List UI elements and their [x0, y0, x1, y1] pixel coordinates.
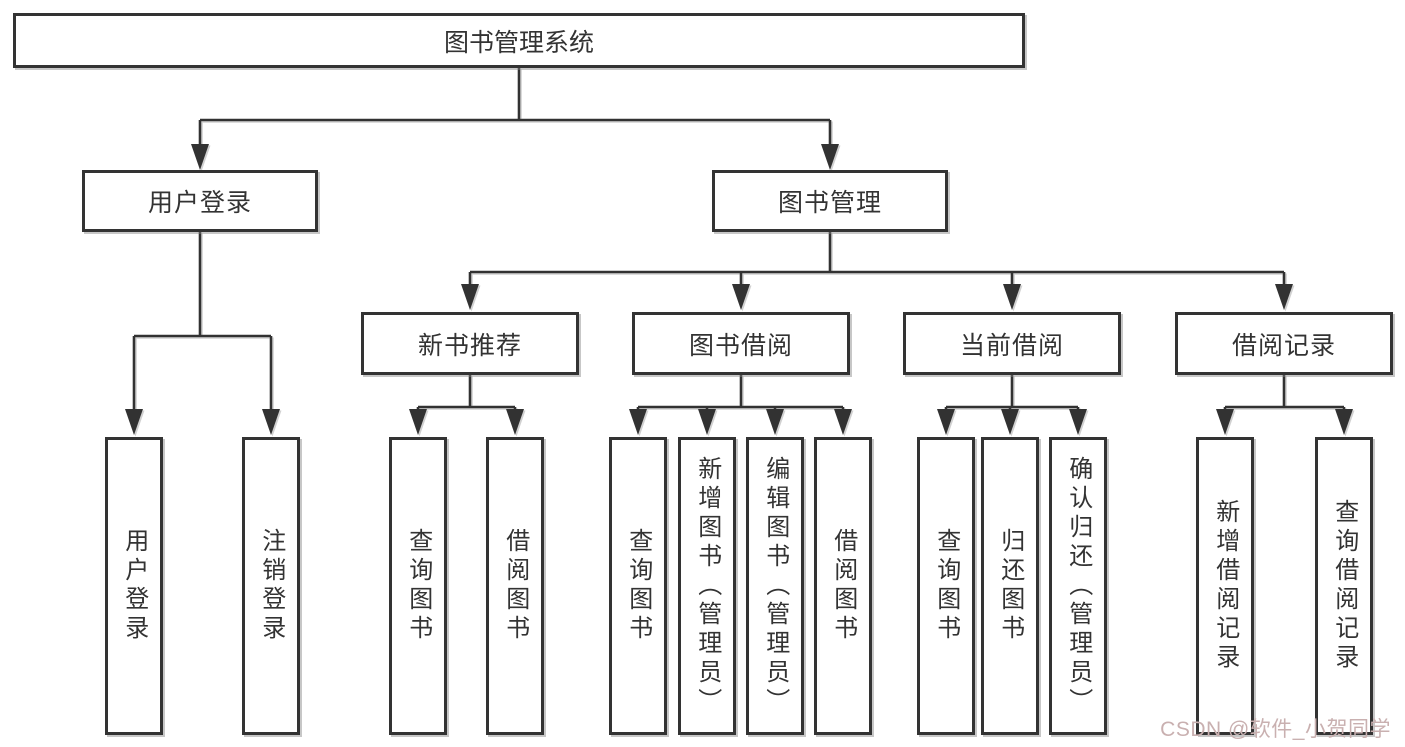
node-label: 借阅记录 — [1231, 331, 1336, 360]
node-label: 图书管理系统 — [443, 28, 594, 57]
leaf-query-books-current: 查询图书 — [917, 437, 975, 735]
node-label: 查询图书 — [624, 528, 652, 644]
node-user-login: 用户登录 — [82, 170, 318, 232]
leaf-logout: 注销登录 — [242, 437, 300, 735]
leaf-query-books-recommend: 查询图书 — [389, 437, 447, 735]
node-label: 查询借阅记录 — [1330, 499, 1358, 673]
node-label: 图书管理 — [777, 189, 882, 217]
node-label: 当前借阅 — [959, 331, 1064, 360]
node-label: 用户登录 — [120, 528, 148, 644]
leaf-borrow-books-recommend: 借阅图书 — [486, 437, 544, 735]
node-label: 编辑图书（管理员） — [761, 455, 789, 717]
leaf-borrow-books: 借阅图书 — [814, 437, 872, 735]
leaf-confirm-return-admin: 确认归还（管理员） — [1049, 437, 1107, 735]
csdn-watermark: CSDN @软件_小贺同学 — [1160, 718, 1391, 741]
node-label: 查询图书 — [932, 528, 960, 644]
node-current-borrow: 当前借阅 — [903, 312, 1121, 375]
node-book-borrow: 图书借阅 — [632, 312, 850, 375]
node-label: 注销登录 — [257, 528, 285, 644]
node-borrow-records: 借阅记录 — [1175, 312, 1393, 375]
node-book-management: 图书管理 — [712, 170, 948, 232]
node-new-book-recommend: 新书推荐 — [361, 312, 579, 375]
node-library-management-system: 图书管理系统 — [13, 13, 1025, 68]
node-label: 新书推荐 — [417, 331, 522, 360]
leaf-return-books: 归还图书 — [981, 437, 1039, 735]
leaf-edit-books-admin: 编辑图书（管理员） — [746, 437, 804, 735]
node-label: 查询图书 — [404, 528, 432, 644]
leaf-user-login: 用户登录 — [105, 437, 163, 735]
node-label: 用户登录 — [147, 189, 252, 217]
leaf-add-books-admin: 新增图书（管理员） — [678, 437, 736, 735]
node-label: 新增图书（管理员） — [693, 455, 721, 717]
node-label: 归还图书 — [996, 528, 1024, 644]
node-label: 借阅图书 — [829, 528, 857, 644]
leaf-query-books: 查询图书 — [609, 437, 667, 735]
node-label: 图书借阅 — [688, 331, 793, 360]
leaf-query-borrow-record: 查询借阅记录 — [1315, 437, 1373, 735]
leaf-add-borrow-record: 新增借阅记录 — [1196, 437, 1254, 735]
node-label: 新增借阅记录 — [1211, 499, 1239, 673]
node-label: 确认归还（管理员） — [1064, 455, 1092, 717]
node-label: 借阅图书 — [501, 528, 529, 644]
